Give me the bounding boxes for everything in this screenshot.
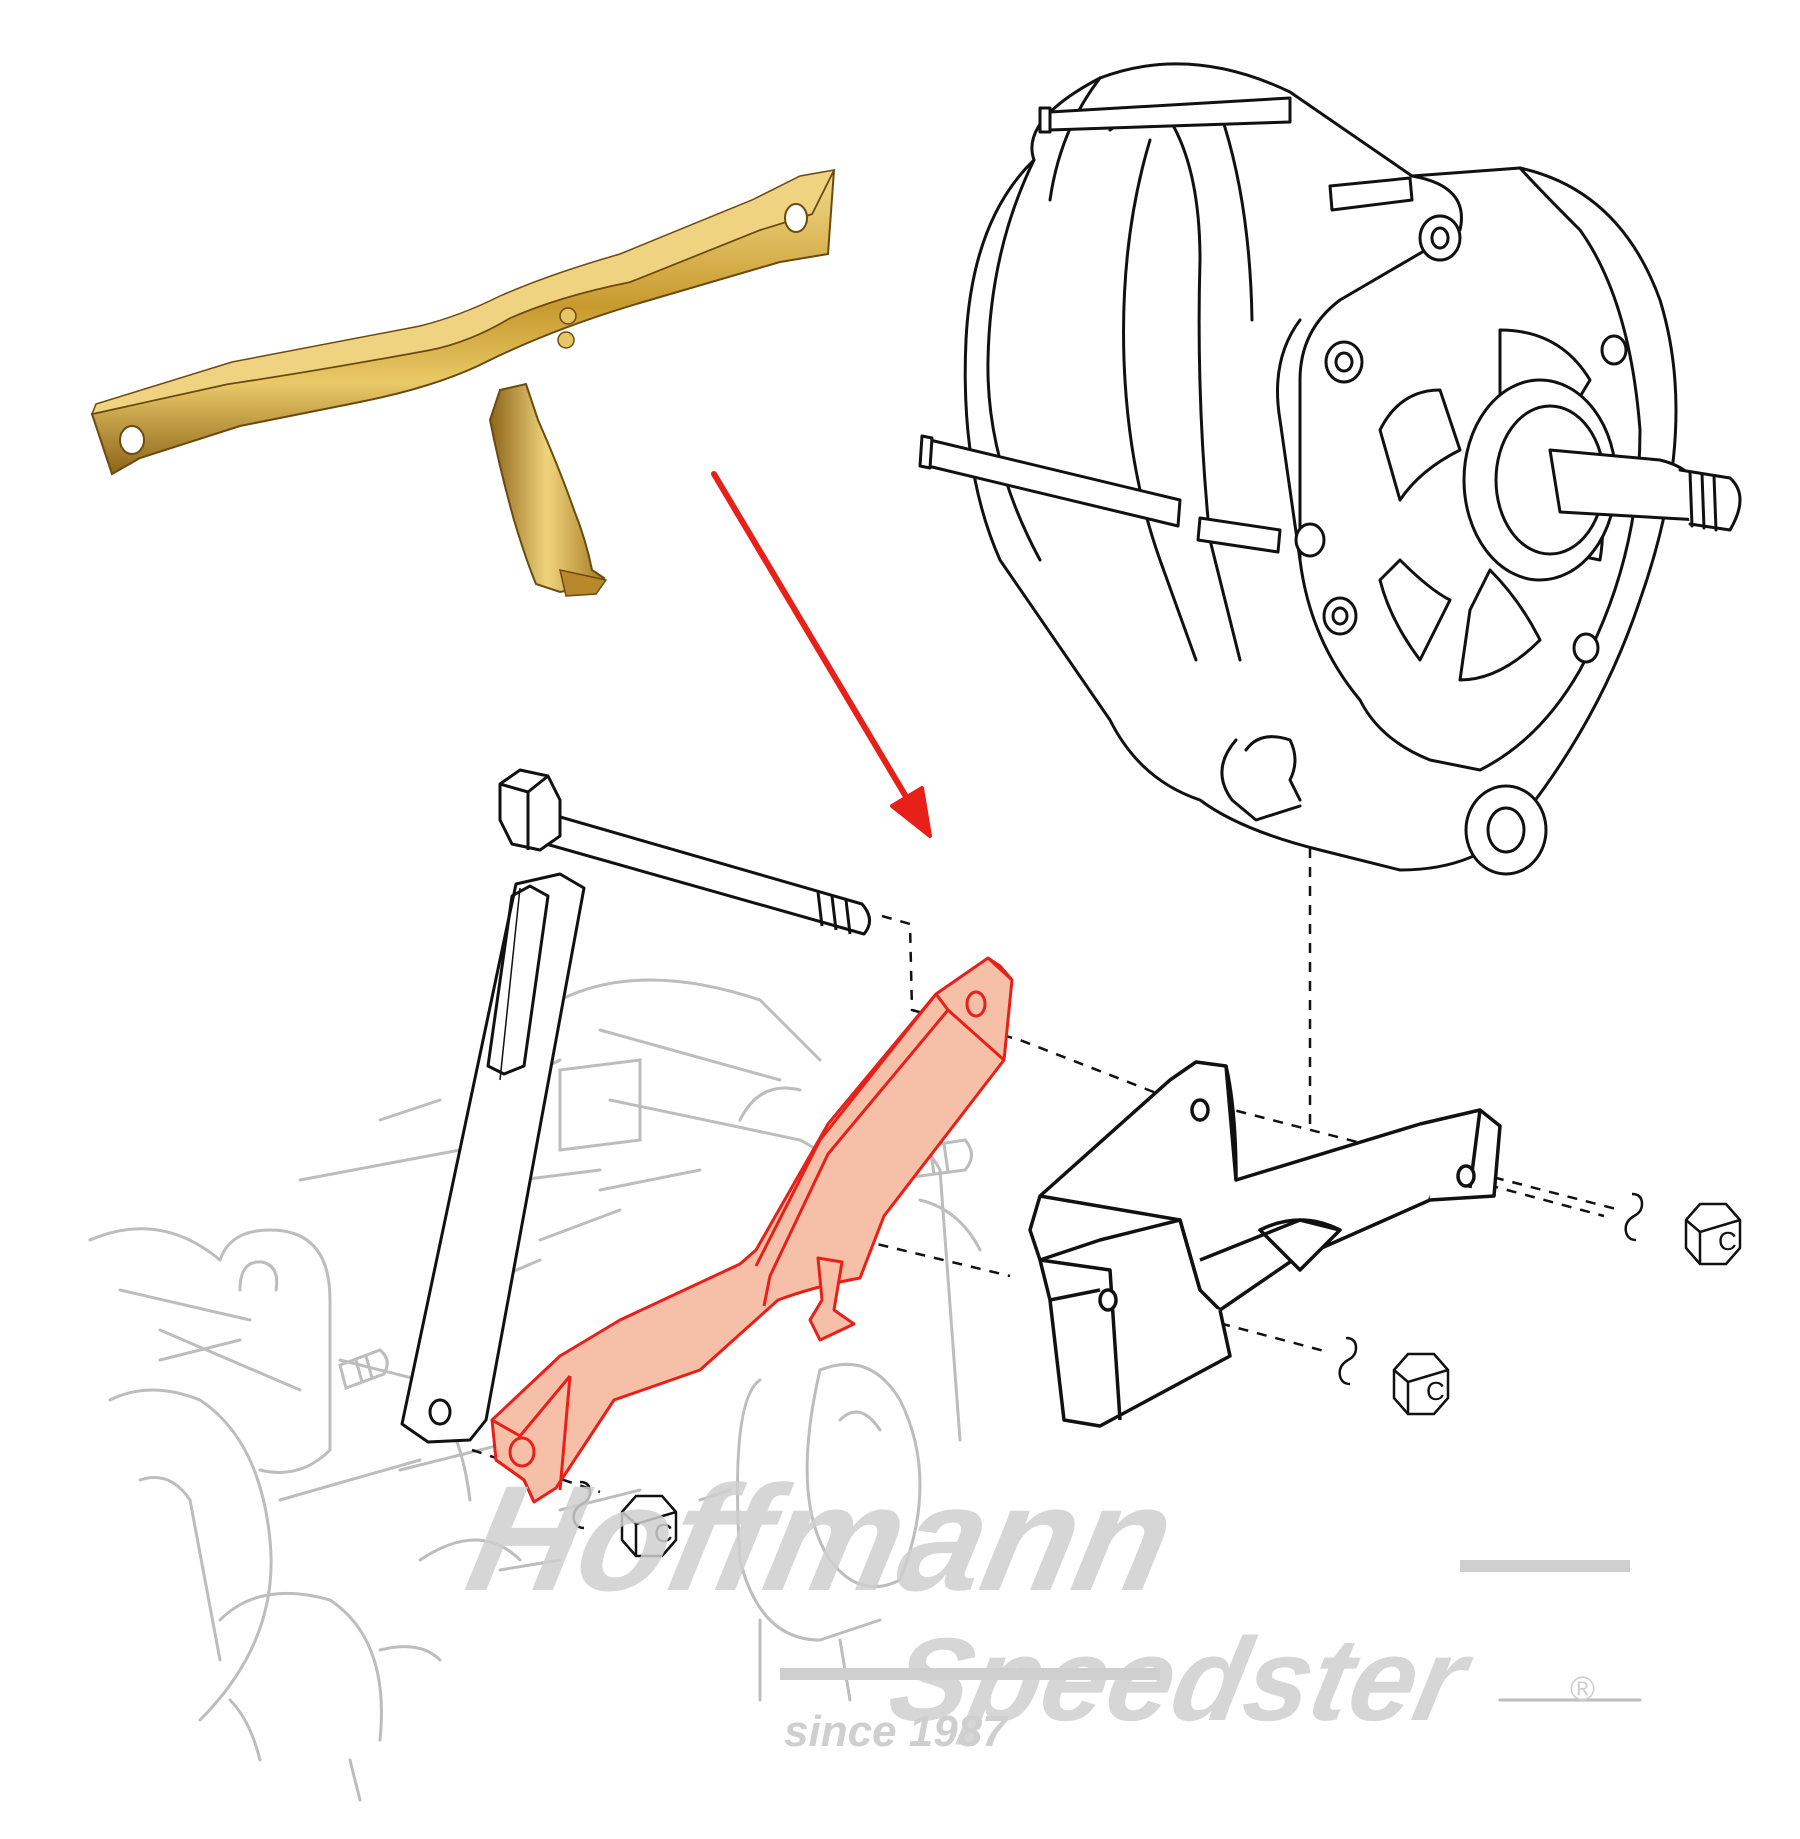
hex-nut-icon: C xyxy=(1392,1352,1450,1416)
alternator xyxy=(918,62,1742,876)
spring-washer-icon xyxy=(1624,1192,1644,1242)
mounting-bracket xyxy=(1028,1060,1502,1428)
hex-nut-icon: C xyxy=(1684,1202,1742,1266)
spring-washer-icon xyxy=(572,1480,592,1530)
watermark-rule-bottom xyxy=(780,1668,1160,1680)
watermark-rule-top xyxy=(1460,1560,1630,1572)
watermark-tagline: since 1987 xyxy=(784,1707,1009,1756)
spring-washer-icon xyxy=(1338,1336,1358,1386)
bracket-hole-right xyxy=(784,203,808,233)
fastener-left: C xyxy=(572,1480,678,1558)
bracket-leg-fork xyxy=(559,569,608,597)
ghost-stud xyxy=(338,1138,973,1390)
svg-text:C: C xyxy=(1426,1376,1445,1406)
svg-text:C: C xyxy=(1718,1226,1737,1256)
bracket-rivet xyxy=(557,331,575,349)
bracket-rivet xyxy=(559,307,577,325)
red-arrow xyxy=(711,471,932,838)
long-bolt xyxy=(498,768,871,936)
bracket-hole-left xyxy=(119,425,145,455)
watermark: Hoffmann Speedster since 1987 ® xyxy=(455,1456,1630,1756)
watermark-registered-mark: ® xyxy=(1570,1670,1595,1708)
highlighted-support-bracket xyxy=(490,956,1014,1504)
bracket-leg xyxy=(488,382,606,594)
engine-background-ghost xyxy=(88,978,1642,1802)
slotted-adjusting-bar xyxy=(400,872,586,1444)
bracket-bar-top-flange xyxy=(90,169,836,416)
bracket-photo xyxy=(90,169,836,597)
svg-text:C: C xyxy=(654,1518,673,1548)
hex-nut-icon: C xyxy=(620,1494,678,1558)
fastener-middle: C xyxy=(1338,1336,1450,1416)
fastener-right: C xyxy=(1624,1192,1742,1266)
watermark-brand-top: Hoffmann xyxy=(455,1456,1188,1623)
